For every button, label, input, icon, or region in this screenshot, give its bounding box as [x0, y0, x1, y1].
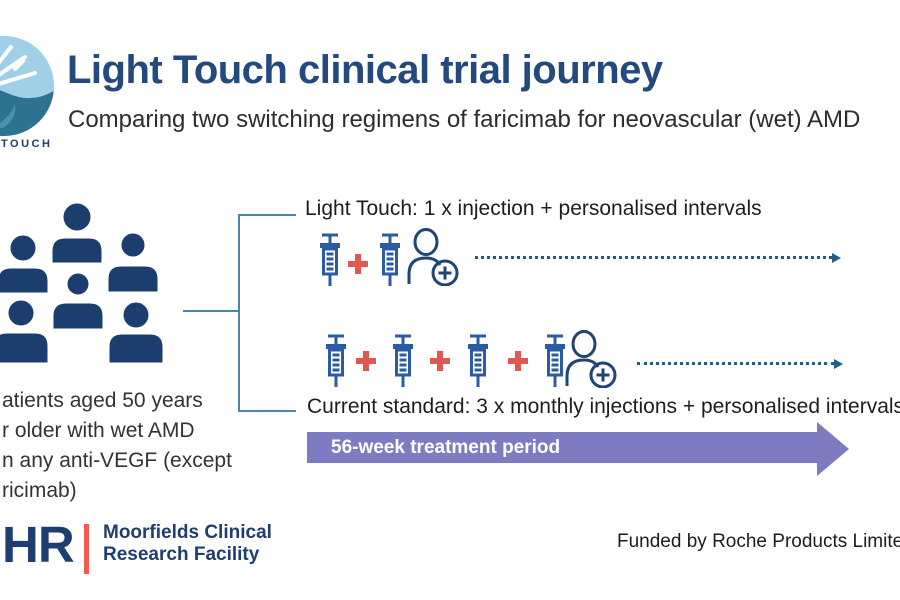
plus-icon: [348, 254, 368, 274]
logo-wordmark: TOUCH: [1, 138, 53, 150]
population-line: n any anti-VEGF (except: [2, 449, 232, 472]
syringe-icon: [320, 233, 340, 286]
personalised-care-icon: [407, 228, 459, 286]
timeline-arrow-body: [307, 432, 817, 463]
syringe-icon: [326, 334, 346, 387]
page-title: Light Touch clinical trial journey: [67, 48, 663, 92]
patient-group-icon: [0, 200, 166, 366]
population-description: atients aged 50 years r older with wet A…: [2, 386, 232, 506]
connector-vertical: [238, 214, 240, 412]
plus-icon: [356, 351, 376, 371]
population-line: ricimab): [2, 479, 77, 502]
dotted-arrow-line: [475, 256, 832, 259]
moorfields-line2: Research Facility: [103, 544, 260, 565]
dotted-arrow-head: [834, 359, 843, 369]
syringe-icon: [545, 334, 565, 387]
arm-current-standard-label: Current standard: 3 x monthly injections…: [307, 395, 900, 418]
page-subtitle: Comparing two switching regimens of fari…: [68, 106, 861, 133]
nihr-logo-text: HR: [2, 516, 75, 573]
light-touch-logo: [0, 36, 54, 136]
moorfields-logo-text: Moorfields Clinical Research Facility: [103, 522, 272, 566]
dotted-arrow-line: [637, 362, 834, 365]
connector-stem: [183, 310, 238, 312]
timeline-arrow-head: [817, 422, 849, 476]
population-line: atients aged 50 years: [2, 389, 203, 412]
plus-icon: [430, 351, 450, 371]
connector-branch-bottom: [238, 410, 296, 412]
population-line: r older with wet AMD: [2, 419, 195, 442]
personalised-care-icon: [565, 330, 617, 388]
syringe-icon: [393, 334, 413, 387]
connector-branch-top: [238, 214, 296, 216]
syringe-icon: [380, 233, 400, 286]
moorfields-line1: Moorfields Clinical: [103, 522, 272, 543]
dotted-arrow-head: [832, 253, 841, 263]
plus-icon: [508, 351, 528, 371]
timeline-label: 56-week treatment period: [331, 437, 561, 458]
funding-credit: Funded by Roche Products Limited (: [617, 531, 900, 552]
arm-light-touch-label: Light Touch: 1 x injection + personalise…: [305, 197, 762, 220]
footer-divider-bar: [84, 524, 89, 574]
syringe-icon: [468, 334, 488, 387]
